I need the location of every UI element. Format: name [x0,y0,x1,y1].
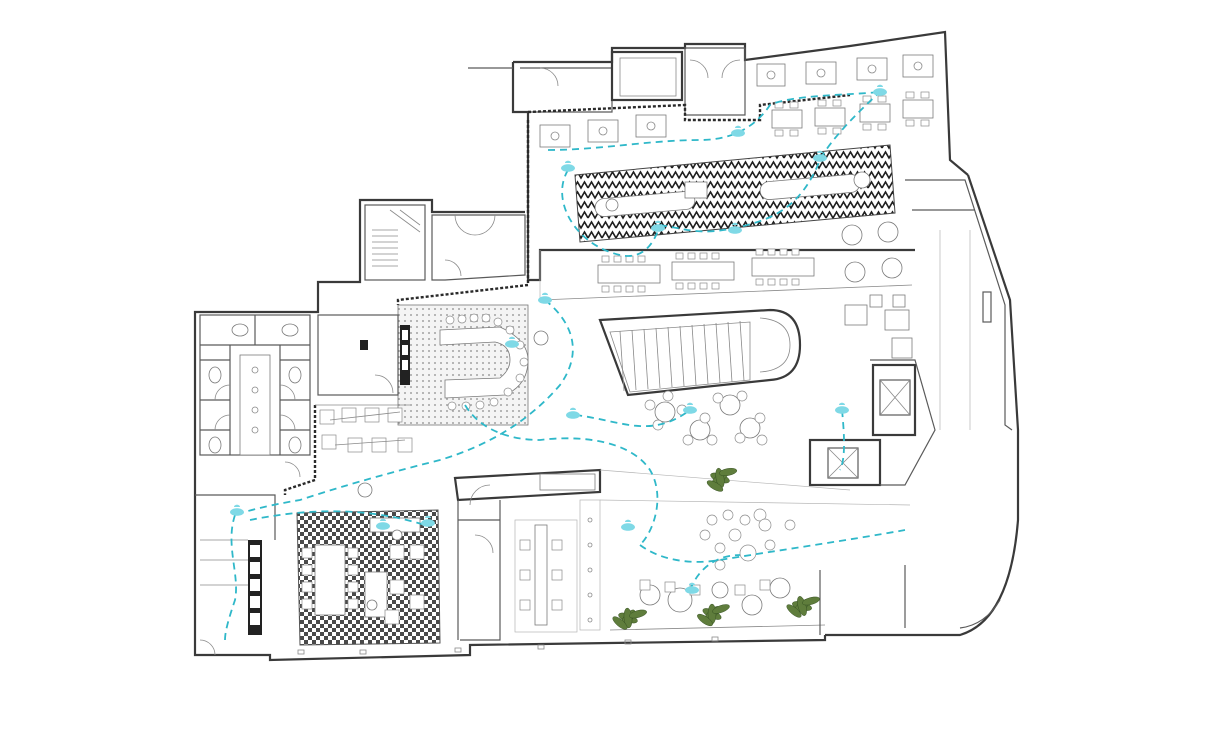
entrance-vestibules [468,47,851,122]
person-figure-icon [538,292,552,304]
person-figure-icon [621,519,635,531]
elevator-cores [808,359,936,487]
small-table-group [771,91,934,137]
person-figure-icon [683,402,697,414]
center-lounge-tables [644,390,768,446]
route-elev [839,409,845,471]
person-figure-icon [728,222,742,234]
bar-zone [397,304,549,426]
facade-ticks [297,636,719,655]
potted-plant-icon [612,607,647,630]
person-figure-icon [873,84,887,96]
person-figure-icon [505,336,519,348]
chevron-rug-zone [574,144,896,243]
dashed-partitions [283,120,530,495]
person-figure-icon [813,150,827,162]
lounge-chairs-left [319,407,413,453]
west-corridor [195,482,373,656]
round-table-group [841,221,903,283]
south-center-rooms [453,468,602,641]
square-table-group [539,54,934,148]
person-figure-icon [566,407,580,419]
person-figure-icon [421,515,435,527]
restroom-block [199,314,311,478]
route-bar [464,404,659,546]
route-meeting [249,510,426,526]
person-figure-icon [651,220,665,232]
lounge-seating-right [844,294,913,359]
person-figure-icon [731,125,745,137]
potted-plant-icon [706,467,738,492]
route-west [234,299,574,516]
route-southwest [224,514,237,641]
south-east-lounge [599,469,911,635]
potted-plant-icon [786,596,820,618]
person-figure-icon [230,504,244,516]
meeting-room-checker [296,509,441,646]
person-figure-icon [376,518,390,530]
route-lounge [574,409,691,428]
long-tables-area [539,221,913,301]
people-figures [230,84,887,594]
potted-plant-icon [697,603,730,627]
route-rug [561,169,661,257]
person-figure-icon [835,402,849,414]
route-mid [659,91,881,233]
stair-core-top [317,204,526,396]
cafe-seating-area [539,54,934,148]
central-staircase [598,308,802,397]
route-south [639,529,906,563]
person-figure-icon [685,582,699,594]
person-figure-icon [561,160,575,172]
